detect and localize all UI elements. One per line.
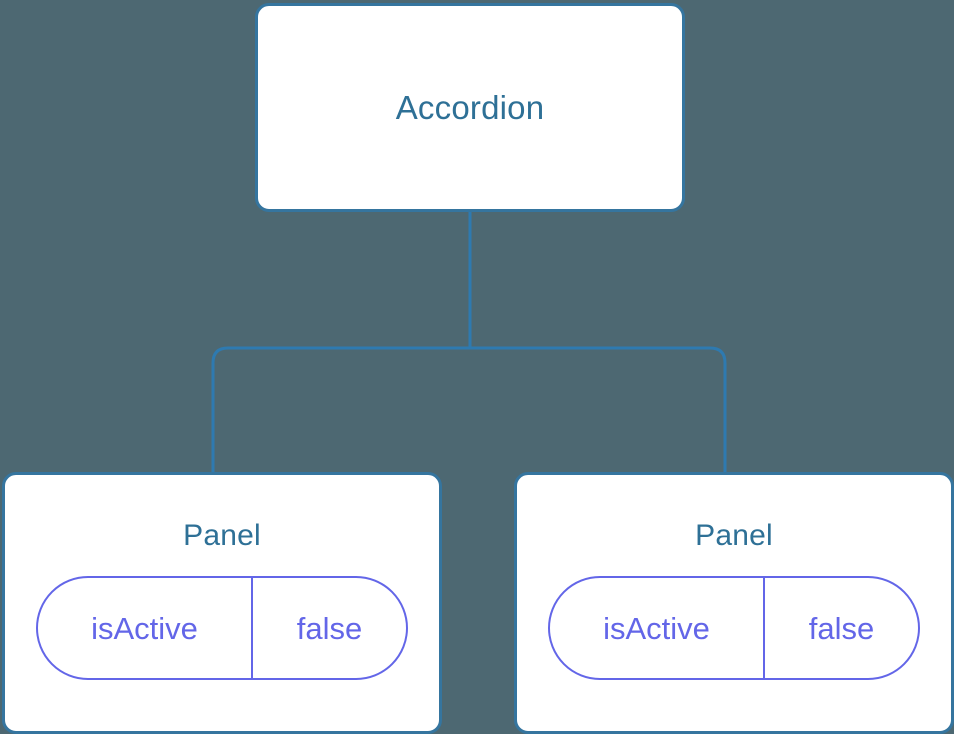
edge-root-to-panel-left (211, 346, 470, 480)
node-panel-1-state-value: false (296, 610, 363, 646)
node-panel-1-state-key: isActive (38, 578, 253, 678)
node-panel-2[interactable]: Panel isActive false (514, 472, 954, 734)
node-accordion[interactable]: Accordion (255, 3, 685, 212)
node-panel-2-title: Panel (695, 519, 773, 552)
node-panel-1-title: Panel (183, 519, 261, 552)
node-panel-2-state-value: false (808, 610, 875, 646)
node-panel-2-state-badge: isActive false (548, 576, 920, 680)
node-panel-1-state-badge: isActive false (36, 576, 408, 680)
edge-root-to-panel-right (470, 346, 727, 480)
node-accordion-title: Accordion (395, 89, 545, 126)
node-panel-2-state-key: isActive (550, 578, 765, 678)
node-panel-1[interactable]: Panel isActive false (2, 472, 442, 734)
